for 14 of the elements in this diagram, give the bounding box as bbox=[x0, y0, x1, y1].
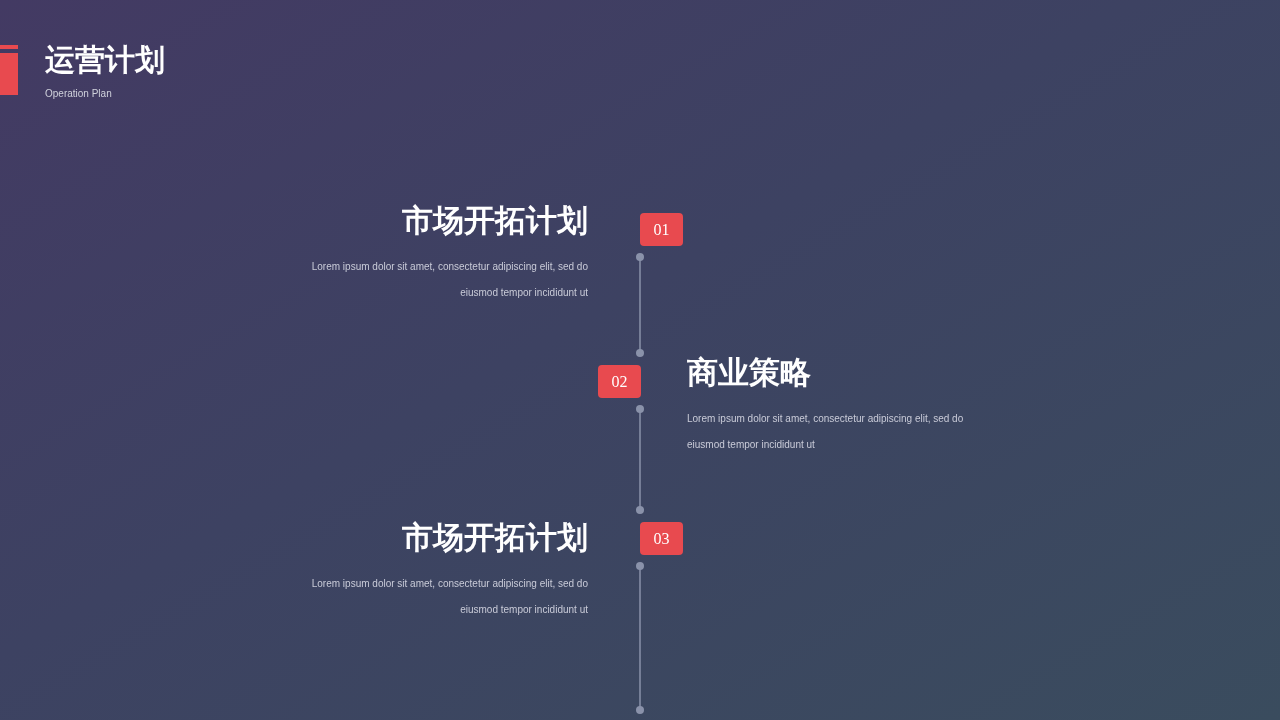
number-badge: 01 bbox=[640, 213, 683, 246]
step-description: Lorem ipsum dolor sit amet, consectetur adipiscing elit, sed do eiusmod tempor incididunt ut bbox=[310, 577, 588, 617]
subtitle: Operation Plan bbox=[45, 88, 112, 99]
number-badge: 03 bbox=[640, 522, 683, 555]
step-description: Lorem ipsum dolor sit amet, consectetur adipiscing elit, sed do eiusmod tempor incididunt ut bbox=[310, 260, 588, 300]
step-heading: 商业策略 bbox=[687, 353, 811, 392]
slide-title: 运营计划 bbox=[45, 41, 165, 79]
timeline-line bbox=[636, 405, 644, 514]
step-heading: 市场开拓计划 bbox=[402, 201, 588, 240]
step-heading: 市场开拓计划 bbox=[402, 518, 588, 557]
step-description: Lorem ipsum dolor sit amet, consectetur adipiscing elit, sed do eiusmod tempor incididunt ut bbox=[687, 412, 965, 452]
number-badge: 02 bbox=[598, 365, 641, 398]
timeline-line bbox=[636, 562, 644, 714]
timeline-line bbox=[636, 253, 644, 357]
